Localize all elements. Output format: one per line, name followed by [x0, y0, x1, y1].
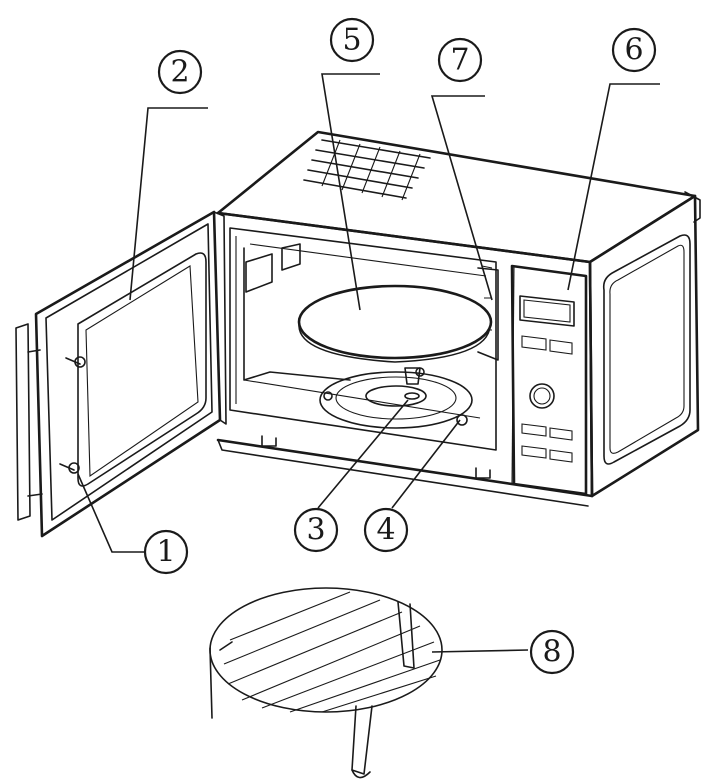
- oven-cavity: [229, 227, 497, 451]
- door: [15, 210, 227, 538]
- callout-2: 2: [157, 49, 203, 95]
- callout-7: 7: [437, 37, 483, 83]
- glass-tray: [297, 284, 493, 363]
- callout-6-label: 6: [624, 33, 643, 68]
- leader-lines: [77, 73, 660, 653]
- callout-5: 5: [329, 17, 375, 63]
- callout-1: 1: [143, 529, 189, 575]
- callout-8-label: 8: [542, 635, 561, 670]
- turntable-shaft: [404, 367, 421, 400]
- callout-4: 4: [363, 507, 409, 553]
- roller-ring: [319, 367, 473, 429]
- callout-5-label: 5: [342, 23, 361, 58]
- callout-3-label: 3: [306, 513, 325, 548]
- callout-1-label: 1: [156, 535, 175, 570]
- callout-7-label: 7: [450, 43, 469, 78]
- callout-2-label: 2: [170, 55, 189, 90]
- callout-8: 8: [529, 629, 575, 675]
- control-panel: [510, 264, 588, 496]
- door-latches: [59, 356, 86, 474]
- grill-rack: [209, 587, 443, 779]
- callout-6: 6: [611, 27, 657, 73]
- waveguide-cover: [477, 267, 499, 361]
- callout-3: 3: [293, 507, 339, 553]
- callout-4-label: 4: [376, 513, 395, 548]
